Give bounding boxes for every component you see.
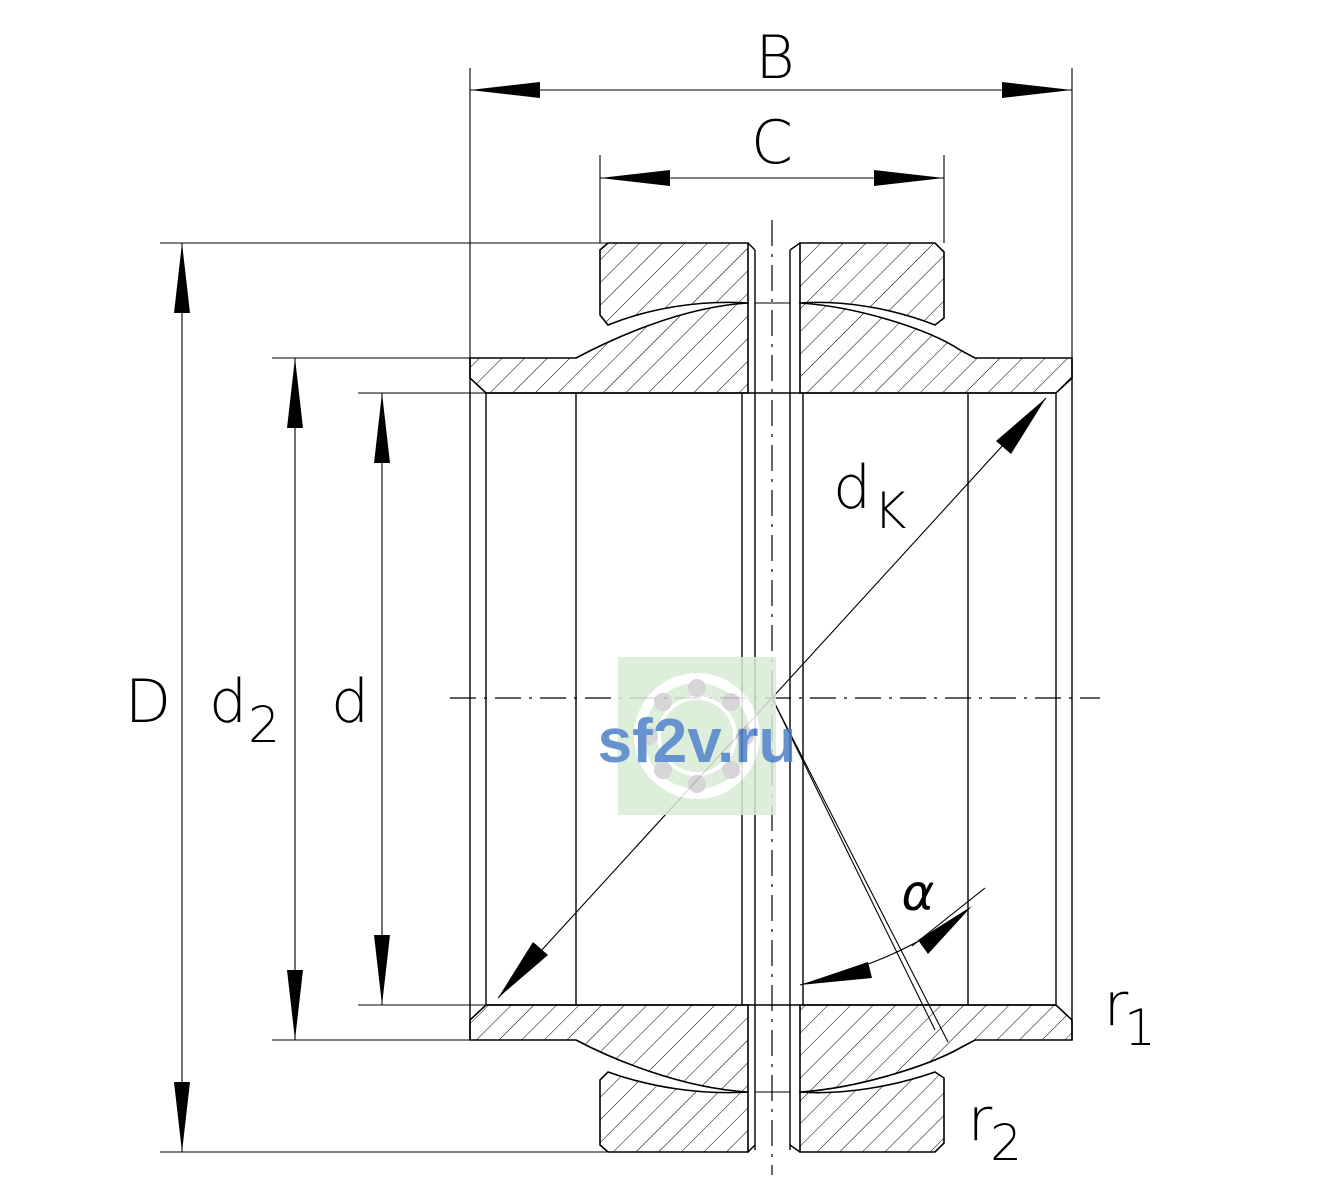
- dimension-d-bore: d: [331, 392, 486, 1006]
- label-d-outer: D: [125, 667, 171, 737]
- dimension-c: C: [599, 108, 945, 243]
- inner-ring-top: [469, 302, 1073, 394]
- label-alpha: α: [902, 864, 935, 922]
- watermark: sf2v.ru: [598, 657, 797, 815]
- bearing-icon: [634, 673, 760, 799]
- label-r2: r: [968, 1085, 993, 1155]
- watermark-text: sf2v.ru: [598, 707, 797, 776]
- label-c: C: [751, 108, 793, 178]
- outer-ring-top: [599, 242, 945, 326]
- label-d2-sub: 2: [248, 696, 280, 754]
- radius-r1: r 1: [1104, 970, 1156, 1057]
- label-d2: d: [209, 667, 247, 737]
- label-r2-sub: 2: [990, 1114, 1022, 1172]
- outer-ring-bottom: [599, 1071, 945, 1153]
- label-dk-sub: K: [874, 482, 907, 540]
- label-d-bore: d: [331, 667, 369, 737]
- angle-alpha: α: [771, 697, 986, 1043]
- dimension-b: B: [469, 23, 1073, 358]
- dimension-d-outer: D: [125, 242, 608, 1153]
- radius-r2: r 2: [968, 1085, 1022, 1172]
- label-r1: r: [1104, 970, 1129, 1040]
- dimension-d2: d 2: [209, 357, 470, 1041]
- label-dk: d: [833, 453, 871, 523]
- inner-ring-bottom: [469, 1004, 1073, 1093]
- label-r1-sub: 1: [1124, 999, 1156, 1057]
- label-b: B: [755, 23, 794, 93]
